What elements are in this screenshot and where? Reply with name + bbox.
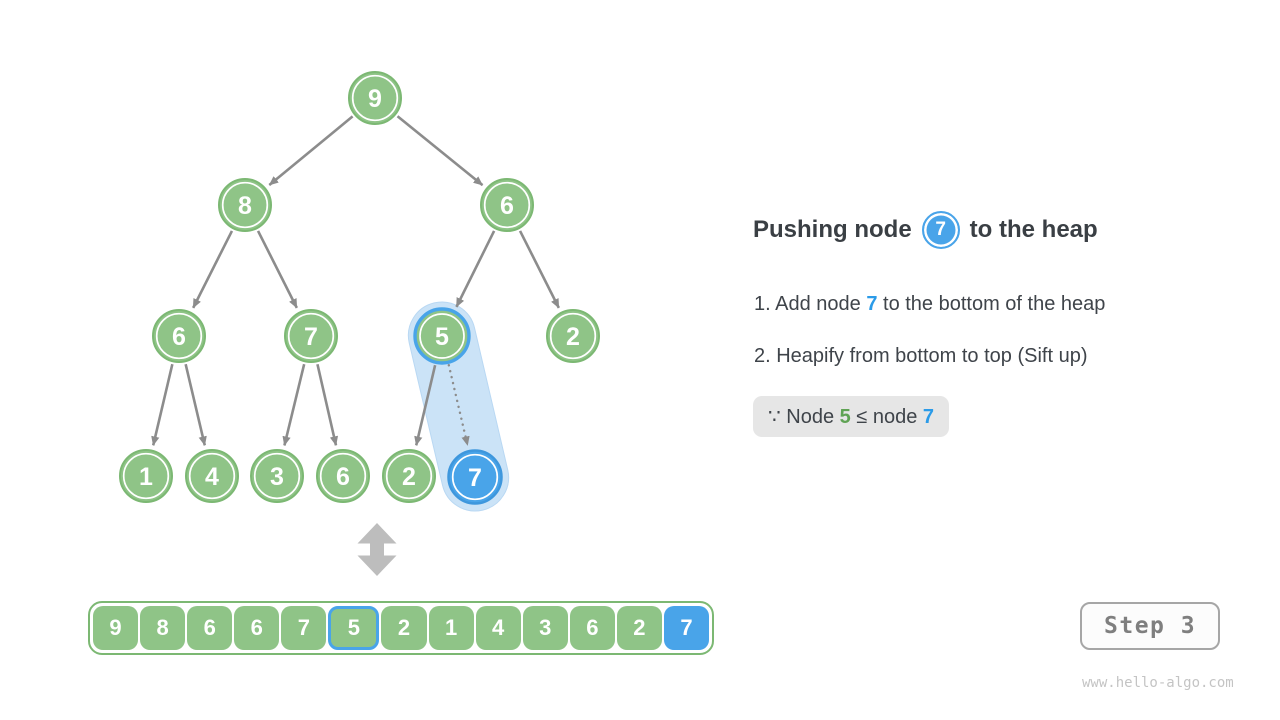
svg-text:4: 4	[205, 463, 219, 491]
svg-text:7: 7	[304, 323, 318, 351]
svg-text:9: 9	[368, 85, 382, 113]
heap-tree-diagram: 9 8 6 6 7 5 2 1 4 3 6 2 7	[119, 71, 600, 576]
tree-edge	[192, 230, 234, 309]
tree-edge	[518, 230, 560, 309]
tree-node-9: 9	[348, 71, 402, 125]
tree-edge	[256, 230, 298, 309]
svg-text:8: 8	[238, 192, 252, 220]
tree-node-4: 4	[185, 449, 239, 503]
tree-node-6: 6	[480, 178, 534, 232]
tree-edge	[316, 363, 339, 446]
tree-edge	[414, 364, 437, 446]
array-cell-9: 9	[93, 606, 139, 650]
plain-text: to the bottom of the heap	[877, 293, 1106, 315]
array-cell-8: 8	[140, 606, 186, 650]
array-cell-7: 7	[663, 606, 710, 650]
plain-text: ≤ node	[850, 406, 923, 428]
accent-blue-text: 7	[922, 406, 935, 428]
array-cell-4: 4	[475, 606, 521, 650]
tree-edge	[282, 363, 306, 446]
tree-node-3: 3	[250, 449, 304, 503]
tree-node-7: 7	[284, 309, 338, 363]
tree-node-6: 6	[152, 309, 206, 363]
tree-node-7: 7	[447, 449, 503, 505]
array-cell-5: 5	[328, 606, 380, 650]
svg-text:5: 5	[435, 323, 449, 351]
plain-text: 2. Heapify from bottom to top (Sift up)	[754, 345, 1088, 367]
swap-arrow-icon	[357, 523, 397, 576]
array-cell-6: 6	[569, 606, 615, 650]
svg-text:7: 7	[468, 464, 482, 492]
array-cell-6: 6	[187, 606, 233, 650]
step-item: 2. Heapify from bottom to top (Sift up)	[754, 345, 1105, 368]
accent-green-text: 5	[839, 406, 851, 428]
array-cell-7: 7	[281, 606, 327, 650]
tree-node-2: 2	[546, 309, 600, 363]
tree-node-8: 8	[218, 178, 272, 232]
panel-title: Pushing node 7 to the heap	[753, 211, 1098, 249]
tree-edge	[184, 363, 207, 446]
tree-node-5: 5	[413, 307, 471, 365]
accent-blue-text: 7	[866, 293, 878, 315]
note-box: ∵ Node 5 ≤ node 7	[753, 396, 950, 437]
svg-text:3: 3	[270, 463, 284, 491]
svg-text:6: 6	[172, 323, 186, 351]
step-list: 1. Add node 7 to the bottom of the heap 2…	[754, 293, 1105, 397]
tree-node-2: 2	[382, 449, 436, 503]
tree-edge	[268, 115, 354, 186]
plain-text: ∵ Node	[768, 406, 840, 428]
tree-node-1: 1	[119, 449, 173, 503]
tree-node-6: 6	[316, 449, 370, 503]
array-cell-2: 2	[381, 606, 427, 650]
array-cell-2: 2	[616, 606, 662, 650]
svg-text:6: 6	[336, 463, 350, 491]
step-badge: Step 3	[1080, 602, 1221, 650]
svg-text:6: 6	[500, 192, 514, 220]
watermark: www.hello-algo.com	[1082, 675, 1234, 691]
plain-text: 1. Add node	[754, 293, 867, 315]
title-node-badge: 7	[921, 211, 960, 249]
tree-edge	[455, 230, 496, 308]
svg-text:2: 2	[402, 463, 416, 491]
svg-text:2: 2	[566, 323, 580, 351]
panel-title-prefix: Pushing node	[753, 216, 912, 243]
step-item: 1. Add node 7 to the bottom of the heap	[754, 293, 1105, 316]
array-cell-3: 3	[522, 606, 568, 650]
array-cell-6: 6	[234, 606, 280, 650]
tree-edge	[151, 363, 174, 446]
tree-edge	[396, 115, 484, 187]
array-cell-1: 1	[428, 606, 474, 650]
panel-title-suffix: to the heap	[969, 216, 1098, 243]
svg-text:1: 1	[139, 463, 153, 491]
